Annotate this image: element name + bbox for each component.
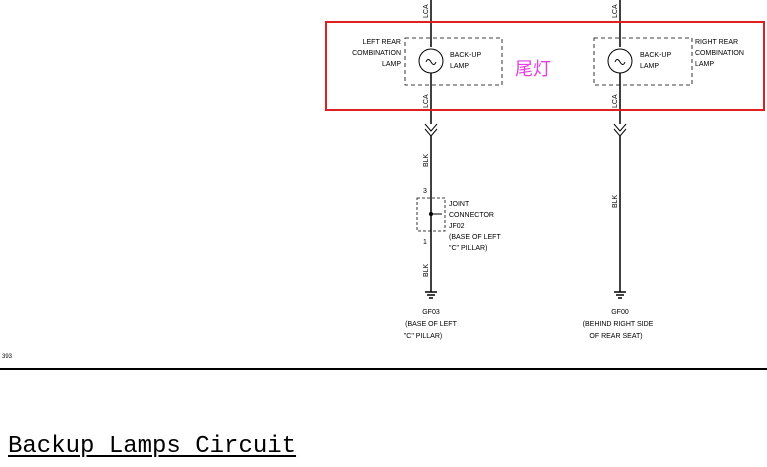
joint-label-5: "C" PILLAR) <box>449 245 487 252</box>
left-wire-top-label: LCA <box>423 4 430 18</box>
right-lamp-location-2: COMBINATION <box>695 50 744 57</box>
left-lamp-name-2: LAMP <box>450 63 469 70</box>
left-ground-location-2: "C" PILLAR) <box>404 333 442 340</box>
right-bulb-icon <box>607 48 633 74</box>
left-ground-location-1: (BASE OF LEFT <box>405 321 457 328</box>
page-title: Backup Lamps Circuit <box>8 433 297 460</box>
right-wire-top-label: LCA <box>612 4 619 18</box>
joint-label-3: JF02 <box>449 223 465 230</box>
left-bulb-icon <box>418 48 444 74</box>
right-lamp-name-1: BACK-UP <box>640 52 671 59</box>
left-wire-blk-1-label: BLK <box>423 153 430 167</box>
taillight-annotation: 尾灯 <box>515 59 551 80</box>
left-ground-id: GF03 <box>422 309 440 316</box>
left-lamp-location-3: LAMP <box>382 61 401 68</box>
right-ground-location-2: OF REAR SEAT) <box>589 333 642 340</box>
left-ground-icon <box>425 291 437 299</box>
left-wire-blk-2-label: BLK <box>423 263 430 277</box>
joint-label-1: JOINT <box>449 201 470 208</box>
left-wire-mid-label: LCA <box>423 94 430 108</box>
joint-pin-top: 3 <box>423 188 427 195</box>
joint-label-4: (BASE OF LEFT <box>449 234 501 241</box>
right-ground-icon <box>614 291 626 299</box>
taillight-highlight-box <box>325 21 765 111</box>
left-connector-icon <box>424 123 438 137</box>
right-ground-location-1: (BEHIND RIGHT SIDE <box>583 321 654 328</box>
page-number: 393 <box>2 354 13 360</box>
left-lamp-box <box>404 37 503 86</box>
right-filament-icon <box>614 59 626 65</box>
joint-label-2: CONNECTOR <box>449 212 494 219</box>
left-lamp-location-2: COMBINATION <box>352 50 401 57</box>
right-connector-icon <box>613 123 627 137</box>
right-lamp-name-2: LAMP <box>640 63 659 70</box>
right-lamp-location-1: RIGHT REAR <box>695 39 738 46</box>
right-ground-id: GF00 <box>611 309 629 316</box>
left-lamp-name-1: BACK-UP <box>450 52 481 59</box>
right-wire-mid-label: LCA <box>612 94 619 108</box>
left-lamp-location-1: LEFT REAR <box>363 39 401 46</box>
right-wire-blk-label: BLK <box>612 194 619 208</box>
left-filament-icon <box>425 59 437 65</box>
right-lamp-box <box>593 37 693 86</box>
joint-pin-bottom: 1 <box>423 239 427 246</box>
right-lamp-location-3: LAMP <box>695 61 714 68</box>
